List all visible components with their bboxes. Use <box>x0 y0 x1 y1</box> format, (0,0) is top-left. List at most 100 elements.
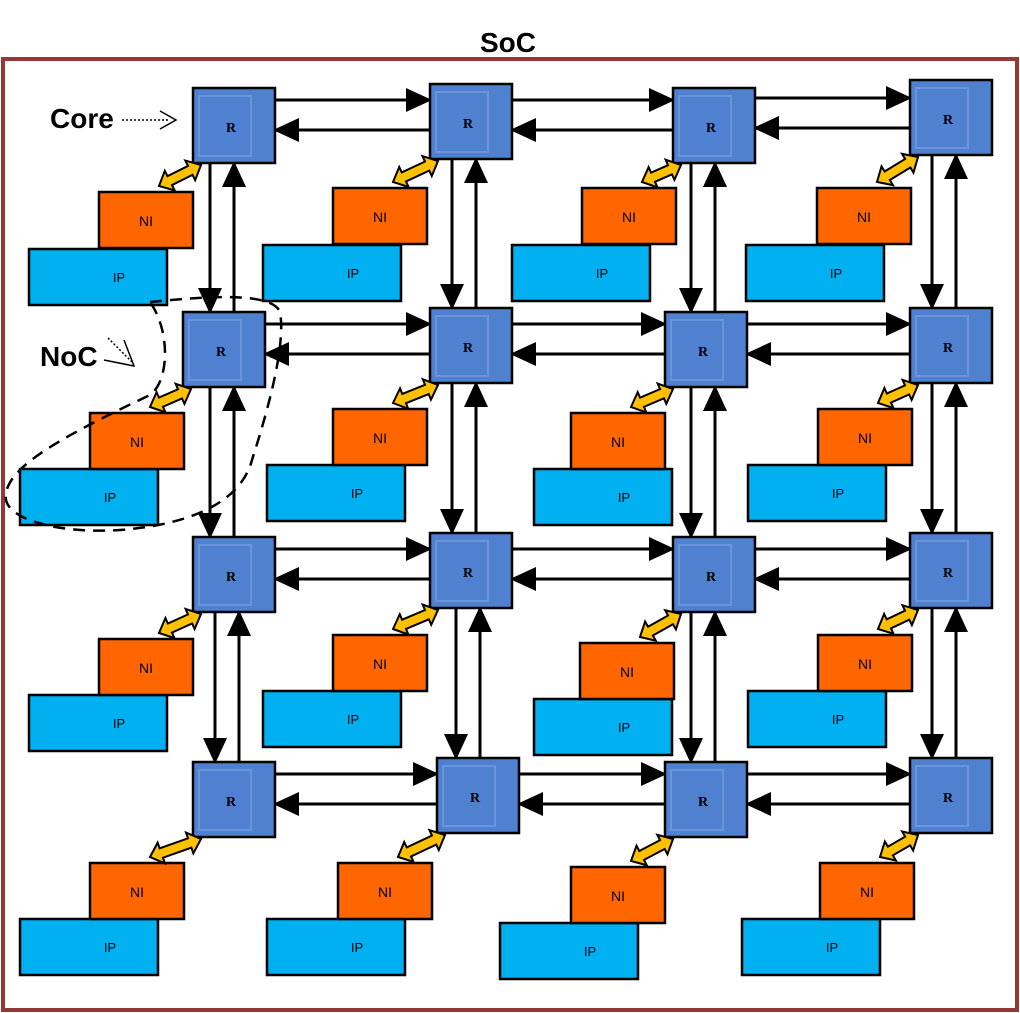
ip-block <box>746 689 888 749</box>
ni-router-link-arrow <box>875 152 920 187</box>
router-label: R <box>706 570 717 585</box>
ni-block <box>97 190 195 250</box>
ni-router-link-arrow <box>876 603 920 636</box>
router-core-inset <box>670 769 724 831</box>
ip-label: IP <box>830 266 842 281</box>
ni-block <box>331 186 429 246</box>
router-core-inset <box>435 540 489 602</box>
ni-router-link <box>157 607 203 640</box>
ni-router-link-arrow <box>876 378 920 410</box>
ni-block <box>816 407 914 467</box>
router-core-inset <box>670 319 724 381</box>
ip-block <box>532 467 674 527</box>
ip-block <box>261 243 403 303</box>
router-label: R <box>943 566 954 581</box>
ip-label: IP <box>596 266 608 281</box>
router <box>191 760 277 839</box>
ip-label: IP <box>347 712 359 727</box>
soc-border <box>1 57 1019 1012</box>
router-label: R <box>463 341 474 356</box>
soc-title: SoC <box>480 27 536 58</box>
ni-router-link <box>876 603 920 636</box>
ni-router-link <box>148 382 193 414</box>
router-core-inset <box>915 765 969 827</box>
ni-router-link <box>878 830 920 862</box>
ip-label: IP <box>351 486 363 501</box>
ni-router-link-arrow <box>640 158 683 189</box>
router <box>191 86 277 165</box>
ni-router-link-arrow <box>157 607 203 640</box>
router <box>671 535 757 614</box>
router-label: R <box>226 795 237 810</box>
router-label: R <box>470 791 481 806</box>
router-core-inset <box>198 769 252 831</box>
ni-label: NI <box>373 656 387 672</box>
router <box>191 535 277 614</box>
ni-label: NI <box>858 430 872 446</box>
ni-label: NI <box>373 430 387 446</box>
ni-router-link <box>876 378 920 410</box>
ip-block <box>18 467 160 527</box>
ni-router-link-arrow <box>629 833 675 867</box>
ni-router-link <box>629 381 675 415</box>
router <box>428 82 514 161</box>
ni-router-link-arrow <box>148 382 193 414</box>
ni-block <box>578 641 676 701</box>
ni-router-link <box>391 377 440 411</box>
ni-router-link <box>638 608 683 643</box>
noc-pointer-head <box>103 339 136 368</box>
ni-label: NI <box>611 888 625 904</box>
ni-router-link-arrow <box>391 154 440 189</box>
ip-block <box>746 463 888 523</box>
ip-block <box>265 463 407 523</box>
router-label: R <box>463 566 474 581</box>
ip-label: IP <box>351 940 363 955</box>
router-core-inset <box>435 315 489 377</box>
ni-block <box>569 865 667 925</box>
router <box>428 531 514 610</box>
ni-block <box>815 186 913 246</box>
router-label: R <box>943 113 954 128</box>
ni-router-link-arrow <box>391 602 440 637</box>
ip-block <box>744 243 886 303</box>
ni-router-link-arrow <box>148 830 203 866</box>
ip-label: IP <box>826 940 838 955</box>
ni-router-link-arrow <box>638 608 683 643</box>
router-label: R <box>706 121 717 136</box>
router <box>671 86 757 165</box>
ni-block <box>331 407 429 467</box>
router <box>663 760 749 839</box>
mesh-links <box>198 86 968 816</box>
router <box>435 756 521 835</box>
ip-block <box>510 243 652 303</box>
ip-block <box>265 917 407 977</box>
ni-router-link <box>396 828 447 864</box>
router <box>181 310 267 389</box>
ni-block <box>580 186 678 246</box>
router-core-inset <box>915 315 969 377</box>
ni-block <box>88 411 186 471</box>
router-label: R <box>216 345 227 360</box>
ni-block <box>818 861 916 921</box>
router-core-inset <box>442 765 496 827</box>
ip-block <box>27 247 169 307</box>
ni-block <box>97 637 195 697</box>
ip-label: IP <box>832 712 844 727</box>
router-label: R <box>698 795 709 810</box>
ni-label: NI <box>373 209 387 225</box>
router-core-inset <box>188 319 242 381</box>
ip-block <box>18 917 160 977</box>
ni-router-link-arrow <box>391 377 440 411</box>
router-label: R <box>698 345 709 360</box>
router-core-inset <box>915 540 969 602</box>
ni-router-link-arrow <box>629 381 675 415</box>
ni-router-link-arrow <box>878 830 920 862</box>
ni-block <box>88 861 186 921</box>
ip-label: IP <box>347 266 359 281</box>
ip-label: IP <box>832 486 844 501</box>
ni-router-link-arrow <box>396 828 447 864</box>
ni-label: NI <box>130 434 144 450</box>
ni-label: NI <box>378 884 392 900</box>
router <box>908 78 994 157</box>
ni-label: NI <box>139 660 153 676</box>
